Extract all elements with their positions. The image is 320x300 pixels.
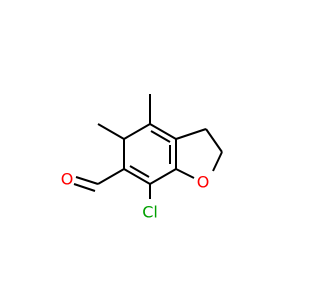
chlorine-label: Cl <box>142 203 158 222</box>
bond-furan-ch2-2 <box>205 128 223 153</box>
bond-double-inner-top <box>150 130 171 143</box>
bond-furan-oxygen-left <box>175 168 195 179</box>
bond-furan-oxygen-right <box>212 151 223 172</box>
bond-ring-c3-c4 <box>149 168 177 185</box>
aldehyde-oxygen-label: O <box>61 170 74 189</box>
bond-ring-c6-c1 <box>123 123 151 140</box>
bond-aldehyde-double-2 <box>73 183 96 192</box>
bond-double-inner-bottom-left <box>129 165 150 178</box>
bond-aldehyde-carbon <box>97 168 125 185</box>
bond-furan-ch2-1 <box>175 128 207 140</box>
bond-ring-c1-c2 <box>149 123 177 140</box>
molecule-diagram: O O Cl <box>61 94 223 222</box>
bond-aldehyde-double-1 <box>75 176 99 185</box>
structure-canvas: O O Cl <box>60 94 223 222</box>
bond-ring-c4-c5 <box>123 168 151 185</box>
ring-oxygen-label: O <box>197 173 210 192</box>
bond-methyl-left <box>97 123 125 140</box>
